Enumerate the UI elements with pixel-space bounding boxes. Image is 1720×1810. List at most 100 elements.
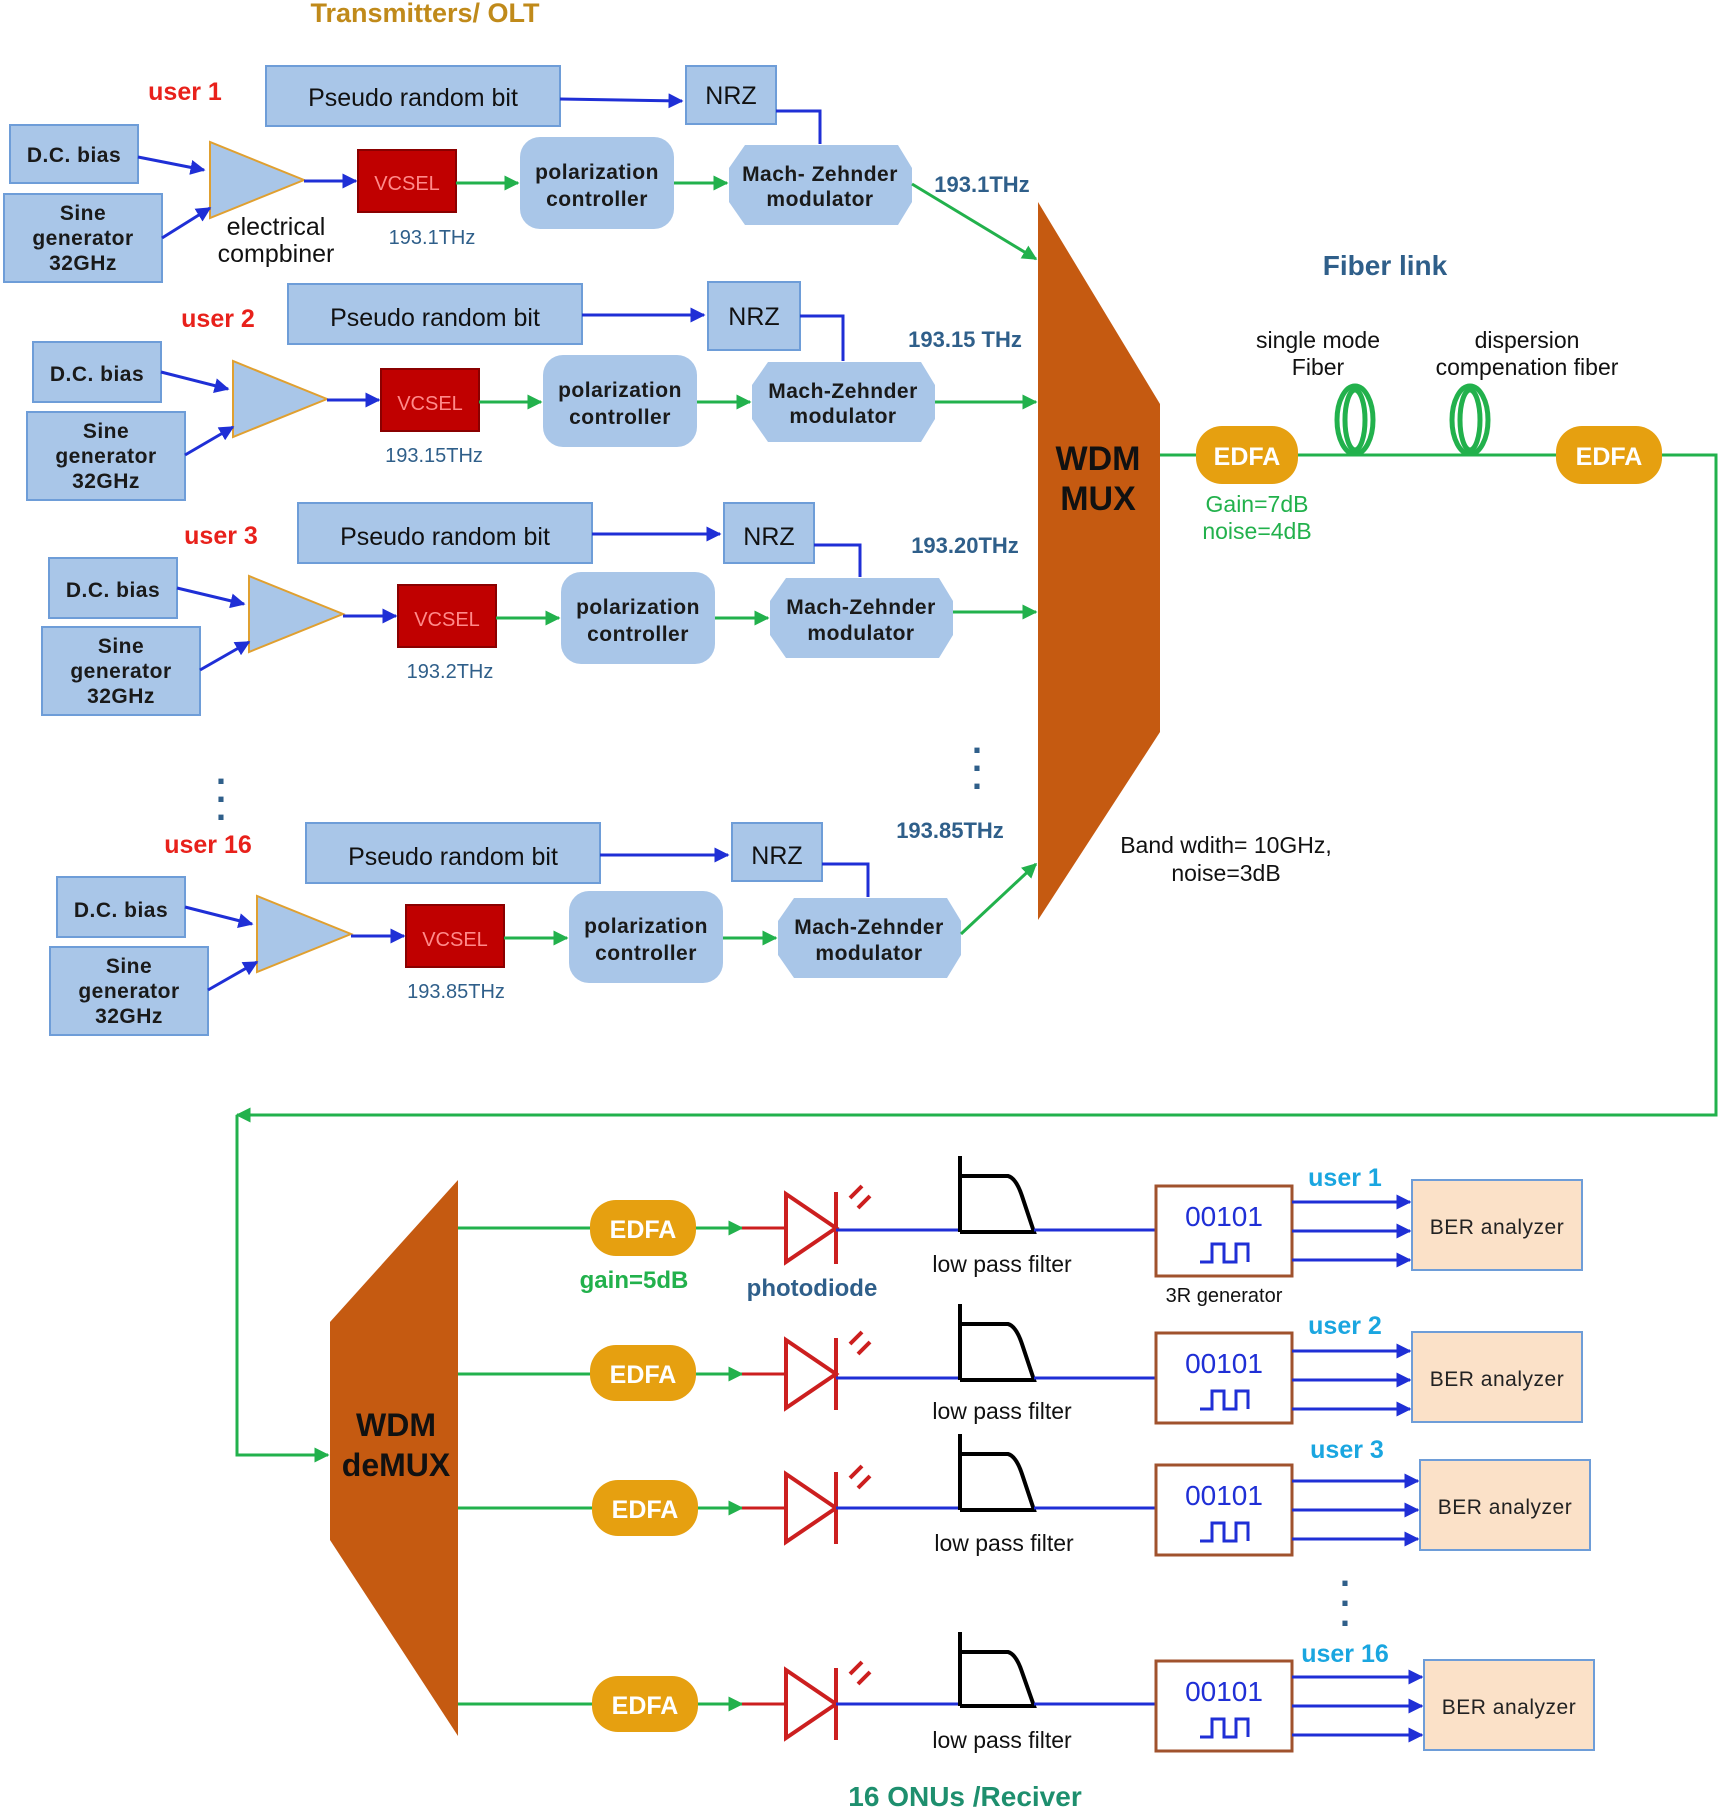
svg-text:Pseudo random bit: Pseudo random bit (308, 84, 518, 112)
svg-text:controller: controller (569, 406, 671, 429)
svg-text:NRZ: NRZ (743, 523, 794, 551)
svg-text:Pseudo random bit: Pseudo random bit (340, 523, 550, 551)
nrz-block: NRZ (723, 502, 815, 564)
lpf-label: low pass filter (934, 1530, 1074, 1556)
svg-text:Sine: Sine (98, 635, 144, 658)
svg-text:.: . (1340, 1573, 1350, 1614)
wdm-mux: WDM MUX (1038, 202, 1160, 920)
svg-text:modulator: modulator (789, 405, 896, 428)
svg-text:Sine: Sine (83, 420, 129, 443)
svg-text:NRZ: NRZ (705, 82, 756, 110)
ber-analyzer: BER analyzer (1411, 1179, 1583, 1271)
electrical-combiner (248, 574, 346, 654)
svg-text:32GHz: 32GHz (49, 252, 117, 275)
svg-text:controller: controller (546, 188, 648, 211)
vcsel-block: VCSEL (380, 368, 480, 432)
rx-user-label: user 3 (1310, 1436, 1384, 1464)
svg-text:generator: generator (70, 660, 171, 683)
vcsel-frequency: 193.85THz (407, 981, 505, 1003)
fiber-link: EDFA Gain=7dB noise=4dB single mode Fibe… (235, 327, 1718, 1463)
channel-frequency: 193.85THz (896, 818, 1004, 843)
3r-generator: 00101 (1154, 1463, 1294, 1557)
mach-zehnder-modulator: Mach-Zehnder modulator (752, 362, 935, 442)
svg-text:EDFA: EDFA (610, 1216, 677, 1244)
mach-zehnder-modulator: Mach-Zehnder modulator (770, 578, 953, 658)
nrz-block: NRZ (707, 281, 801, 351)
svg-text:Pseudo random bit: Pseudo random bit (348, 843, 558, 871)
svg-text:.: . (972, 720, 982, 761)
mach-zehnder-modulator: Mach-Zehnder modulator (778, 898, 961, 978)
svg-text:VCSEL: VCSEL (414, 609, 480, 631)
svg-text:00101: 00101 (1185, 1676, 1263, 1707)
svg-text:NRZ: NRZ (751, 842, 802, 870)
photodiode-icon (784, 1184, 872, 1266)
3r-generator: 00101 (1154, 1184, 1294, 1278)
svg-text:modulator: modulator (807, 622, 914, 645)
edfa-gain: gain=5dB (580, 1267, 689, 1294)
rx-ellipsis: . . . (1340, 1553, 1350, 1634)
rx-user-1: EDFA gain=5dB photodiode low pass filter… (458, 1156, 1583, 1307)
svg-text:.: . (1340, 1553, 1350, 1594)
rx-user-label: user 16 (1301, 1640, 1389, 1668)
vcsel-block: VCSEL (405, 904, 505, 968)
svg-text:BER analyzer: BER analyzer (1438, 1496, 1572, 1519)
edfa-rx (590, 1345, 696, 1401)
vcsel-frequency: 193.2THz (407, 661, 494, 683)
svg-text:Sine: Sine (106, 955, 152, 978)
svg-text:32GHz: 32GHz (95, 1005, 163, 1028)
svg-text:NRZ: NRZ (728, 303, 779, 331)
svg-text:VCSEL: VCSEL (422, 929, 488, 951)
edfa-rx (592, 1480, 698, 1536)
svg-text:32GHz: 32GHz (72, 470, 140, 493)
ber-analyzer: BER analyzer (1419, 1459, 1591, 1551)
dcf-label: dispersion (1475, 327, 1580, 353)
svg-text:00101: 00101 (1185, 1201, 1263, 1232)
polarization-controller: polarization controller (561, 572, 715, 664)
sine-generator-block: Sine generator 32GHz (26, 411, 186, 501)
svg-text:.: . (216, 787, 226, 828)
svg-text:BER analyzer: BER analyzer (1430, 1216, 1564, 1239)
svg-text:32GHz: 32GHz (87, 685, 155, 708)
vcsel-block: VCSEL (397, 584, 497, 648)
svg-text:Mach-Zehnder: Mach-Zehnder (794, 916, 944, 939)
svg-text:D.C. bias: D.C. bias (50, 363, 144, 386)
channel-frequency: 193.15 THz (908, 327, 1022, 352)
lpf-label: low pass filter (932, 1398, 1072, 1424)
edfa-rx (590, 1200, 696, 1256)
electrical-combiner (232, 359, 330, 439)
svg-text:EDFA: EDFA (1576, 443, 1643, 471)
smf-label: single mode (1256, 327, 1380, 353)
svg-text:.: . (216, 769, 226, 810)
svg-text:BER analyzer: BER analyzer (1442, 1696, 1576, 1719)
edfa-rx (592, 1676, 698, 1732)
user-label: user 3 (184, 522, 258, 550)
electrical-combiner (209, 140, 307, 220)
photodiode-label: photodiode (747, 1275, 878, 1302)
svg-text:00101: 00101 (1185, 1480, 1263, 1511)
single-mode-fiber-coil (1334, 383, 1376, 457)
tx-user-16: user 16 Pseudo random bit NRZ D.C. bias … (49, 818, 1038, 1036)
edfa-booster (1196, 426, 1298, 484)
svg-text:modulator: modulator (766, 188, 873, 211)
svg-text:.: . (972, 756, 982, 797)
svg-text:BER analyzer: BER analyzer (1430, 1368, 1564, 1391)
rx-user-16: EDFA low pass filter 00101 user 16 BER a… (458, 1632, 1595, 1753)
ber-analyzer: BER analyzer (1423, 1659, 1595, 1751)
svg-text:polarization: polarization (558, 379, 682, 402)
polarization-controller: polarization controller (569, 891, 723, 983)
svg-text:EDFA: EDFA (612, 1496, 679, 1524)
photodiode-icon (784, 1330, 872, 1412)
svg-text:Mach- Zehnder: Mach- Zehnder (742, 163, 898, 186)
svg-text:polarization: polarization (576, 596, 700, 619)
dc-bias-block: D.C. bias (9, 124, 139, 184)
edfa-gain: Gain=7dB (1206, 491, 1309, 517)
smf-label: Fiber (1292, 354, 1345, 380)
dispersion-compensation-fiber-coil (1449, 383, 1491, 457)
lpf-label: low pass filter (932, 1727, 1072, 1753)
svg-text:controller: controller (587, 623, 689, 646)
electrical-combiner (256, 894, 354, 974)
svg-text:VCSEL: VCSEL (397, 393, 463, 415)
svg-text:WDM: WDM (1056, 440, 1141, 478)
combiner-label: compbiner (218, 240, 335, 268)
ber-analyzer: BER analyzer (1411, 1331, 1583, 1423)
